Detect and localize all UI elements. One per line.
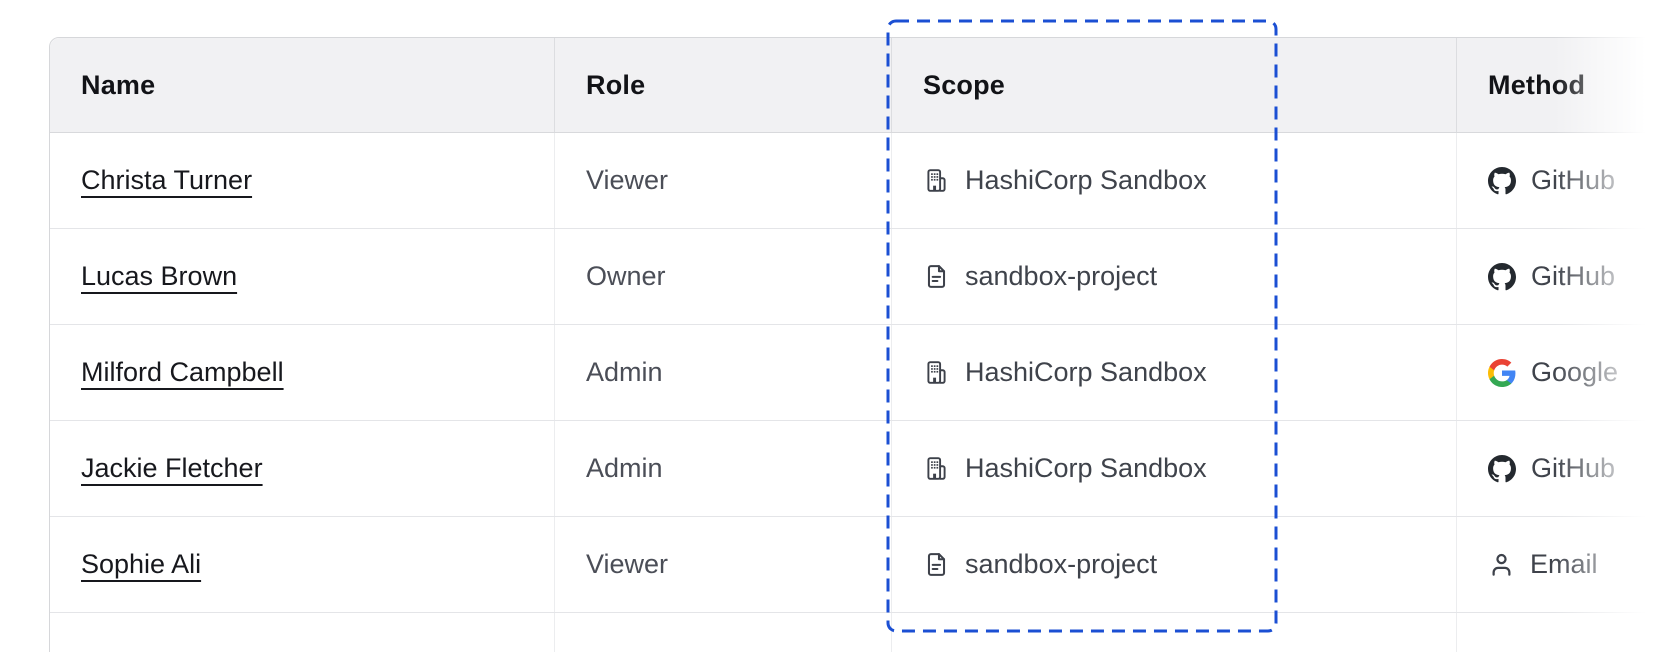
- member-name-link[interactable]: Milford Campbell: [81, 357, 284, 387]
- table-row: Sophie Ali Viewer sandbox-project: [50, 516, 1672, 612]
- organization-icon: [923, 167, 950, 194]
- role-cell: Owner: [554, 229, 891, 324]
- method-cell: Email: [1456, 517, 1672, 612]
- method-cell: GitHub: [1456, 421, 1672, 516]
- name-cell: [50, 613, 554, 652]
- column-header-scope: Scope: [923, 69, 1006, 100]
- scope-cell: sandbox-project: [891, 229, 1456, 324]
- column-header-name: Name: [81, 69, 156, 100]
- members-table: Name Role Scope Method Christa Turner Vi…: [49, 37, 1672, 652]
- method-value: Email: [1530, 549, 1598, 579]
- role-value: Viewer: [586, 165, 669, 195]
- table-row-partial: [50, 612, 1672, 652]
- organization-icon: [923, 359, 950, 386]
- column-header-role: Role: [586, 69, 646, 100]
- scope-cell: HashiCorp Sandbox: [891, 421, 1456, 516]
- header-cell-scope: Scope: [891, 38, 1456, 132]
- role-value: Owner: [586, 261, 666, 291]
- table-row: Christa Turner Viewer: [50, 132, 1672, 228]
- table-row: Milford Campbell Admin: [50, 324, 1672, 420]
- scope-value: HashiCorp Sandbox: [965, 357, 1207, 387]
- method-cell: Google: [1456, 325, 1672, 420]
- name-cell: Sophie Ali: [50, 517, 554, 612]
- name-cell: Jackie Fletcher: [50, 421, 554, 516]
- scope-value: HashiCorp Sandbox: [965, 165, 1207, 195]
- member-name-link[interactable]: Lucas Brown: [81, 261, 238, 291]
- method-value: GitHub: [1531, 453, 1616, 483]
- role-value: Admin: [586, 453, 663, 483]
- document-icon: [923, 263, 950, 290]
- scope-cell: [891, 613, 1456, 652]
- scope-cell: HashiCorp Sandbox: [891, 325, 1456, 420]
- method-value: Google: [1531, 357, 1619, 387]
- method-cell: GitHub: [1456, 229, 1672, 324]
- github-icon: [1488, 262, 1516, 291]
- role-cell: Admin: [554, 325, 891, 420]
- scope-value: HashiCorp Sandbox: [965, 453, 1207, 483]
- member-name-link[interactable]: Jackie Fletcher: [81, 453, 263, 483]
- role-cell: Viewer: [554, 133, 891, 228]
- github-icon: [1488, 454, 1516, 483]
- document-icon: [923, 551, 950, 578]
- table-row: Lucas Brown Owner sandbox-project: [50, 228, 1672, 324]
- name-cell: Christa Turner: [50, 133, 554, 228]
- role-cell: Viewer: [554, 517, 891, 612]
- header-cell-method: Method: [1456, 38, 1672, 132]
- table-row: Jackie Fletcher Admin: [50, 420, 1672, 516]
- role-value: Admin: [586, 357, 663, 387]
- google-icon: [1488, 358, 1516, 387]
- scope-cell: HashiCorp Sandbox: [891, 133, 1456, 228]
- header-cell-name: Name: [50, 38, 554, 132]
- method-value: GitHub: [1531, 165, 1616, 195]
- scope-value: sandbox-project: [965, 549, 1158, 579]
- table-header-row: Name Role Scope Method: [50, 38, 1672, 132]
- header-cell-role: Role: [554, 38, 891, 132]
- person-icon: [1488, 551, 1515, 578]
- method-cell: GitHub: [1456, 133, 1672, 228]
- name-cell: Lucas Brown: [50, 229, 554, 324]
- name-cell: Milford Campbell: [50, 325, 554, 420]
- column-header-method: Method: [1488, 69, 1586, 100]
- method-cell: [1456, 613, 1672, 652]
- role-cell: [554, 613, 891, 652]
- scope-cell: sandbox-project: [891, 517, 1456, 612]
- member-name-link[interactable]: Christa Turner: [81, 165, 253, 195]
- github-icon: [1488, 166, 1516, 195]
- role-value: Viewer: [586, 549, 669, 579]
- member-name-link[interactable]: Sophie Ali: [81, 549, 202, 579]
- role-cell: Admin: [554, 421, 891, 516]
- method-value: GitHub: [1531, 261, 1616, 291]
- scope-value: sandbox-project: [965, 261, 1158, 291]
- organization-icon: [923, 455, 950, 482]
